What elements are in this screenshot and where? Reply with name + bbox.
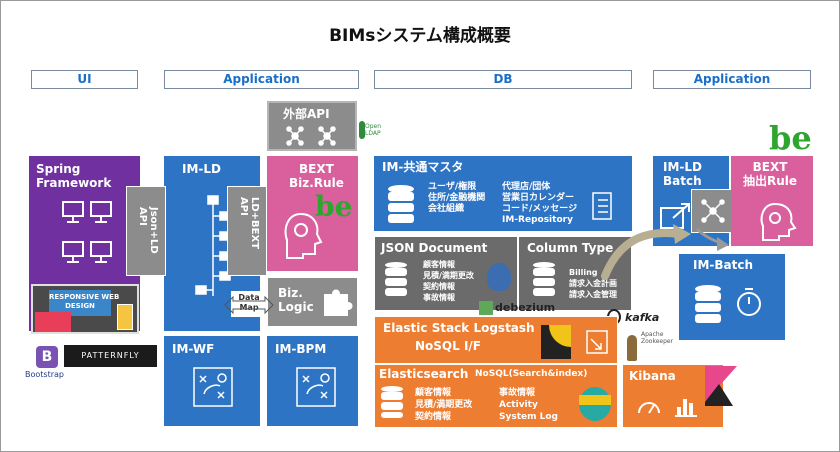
- bext-biz-rule-box: BEXT Biz.Rule be: [267, 156, 358, 271]
- json-document-box: JSON Document 顧客情報 見積/満期更改 契約情報 事故情報: [374, 236, 518, 311]
- bpm-icon: [296, 367, 336, 407]
- postgres-icon: [487, 263, 511, 291]
- elasticsearch-logo-stripe: [579, 395, 611, 405]
- logstash-label: Elastic Stack Logstash: [383, 321, 535, 335]
- monitors-icon: [62, 201, 112, 263]
- kafka-label: kafka: [625, 311, 660, 324]
- im-master-box: IM-共通マスタ ユーザ/権限 住所/金融機関 会社組織 代理店/団体 営業日カ…: [374, 156, 632, 231]
- down-arrow-icon: [695, 227, 729, 251]
- extract-brain-head-icon: [760, 202, 797, 241]
- openldap-icon: [359, 121, 365, 139]
- zookeeper-icon: [627, 335, 637, 361]
- bext-extract-rule-label: BEXT 抽出Rule: [743, 160, 798, 188]
- kibana-box: Kibana: [622, 364, 724, 428]
- be-batch-logo: be: [769, 119, 812, 157]
- flow-arrow-icon: [601, 224, 691, 280]
- column-type-items: Billing 請求入金計画 請求入金管理: [569, 268, 617, 299]
- network-icon: [286, 126, 336, 146]
- be-logo: be: [315, 190, 353, 223]
- json-document-label: JSON Document: [381, 241, 488, 255]
- external-api-label: 外部API: [283, 107, 330, 121]
- header-application-2: Application: [653, 70, 811, 89]
- master-items-col1: ユーザ/権限 住所/金融機関 会社組織: [428, 182, 486, 214]
- header-ui: UI: [31, 70, 138, 89]
- column-type-label: Column Type: [527, 241, 614, 255]
- elasticsearch-items-col2: 事故情報 Activity System Log: [499, 388, 558, 422]
- json-ld-api-box: Json+LD API: [126, 186, 166, 276]
- form-icon: [592, 192, 612, 220]
- brain-head-icon: [284, 212, 323, 259]
- elasticsearch-items-col1: 顧客情報 見積/満期更改 契約情報: [415, 388, 473, 422]
- json-ld-api-label: Json+LD API: [137, 207, 159, 254]
- diagram-title: BIMsシステム構成概要: [329, 26, 511, 46]
- bext-biz-rule-label: BEXT Biz.Rule: [289, 162, 344, 190]
- logstash-box: Elastic Stack Logstash NoSQL I/F: [374, 316, 618, 364]
- header-db: DB: [374, 70, 632, 89]
- external-api-box: 外部API: [267, 101, 357, 151]
- ld-bext-api-box: LD+BEXT API: [227, 186, 267, 276]
- zookeeper-label: Apache Zookeeper: [641, 331, 674, 345]
- elasticsearch-label: Elasticsearch: [379, 367, 469, 381]
- column-type-box: Column Type Billing 請求入金計画 請求入金管理: [518, 236, 632, 311]
- batch-database-icon: [695, 285, 721, 323]
- bootstrap-label: Bootstrap: [25, 370, 64, 379]
- bar-chart-icon: [675, 399, 697, 417]
- tablet-icon: [35, 312, 71, 332]
- gauge-icon: [638, 402, 660, 414]
- kibana-logo: [705, 366, 737, 406]
- json-document-items: 顧客情報 見積/満期更改 契約情報 事故情報: [423, 260, 474, 302]
- rule-network-icon: [701, 199, 725, 223]
- biz-logic-box: Biz. Logic: [267, 277, 358, 327]
- elasticsearch-sub-label: NoSQL(Search&index): [475, 369, 588, 379]
- export-icon: [660, 203, 690, 229]
- data-map-label: Data Map: [231, 291, 267, 317]
- es-database-icon: [381, 386, 403, 418]
- master-items-col2: 代理店/団体 営業日カレンダー コード/メッセージ IM-Repository: [502, 182, 578, 225]
- im-wf-label: IM-WF: [172, 342, 215, 356]
- im-bpm-label: IM-BPM: [275, 342, 327, 356]
- workflow-icon: [193, 367, 233, 407]
- debezium-icon: [479, 301, 493, 315]
- im-bpm-box: IM-BPM: [267, 336, 358, 426]
- phone-icon: [117, 304, 133, 330]
- im-ld-batch-label: IM-LD Batch: [663, 160, 702, 188]
- header-application-1: Application: [164, 70, 359, 89]
- im-wf-box: IM-WF: [164, 336, 260, 426]
- bootstrap-icon: B: [36, 346, 58, 368]
- responsive-web-design-image: RESPONSIVE WEB DESIGN: [31, 284, 139, 334]
- database-icon: [388, 185, 414, 223]
- biz-logic-label: Biz. Logic: [278, 286, 314, 314]
- bext-extract-rule-box: BEXT 抽出Rule: [731, 156, 813, 246]
- openldap-label: Open LDAP: [365, 123, 382, 137]
- im-master-label: IM-共通マスタ: [382, 160, 464, 174]
- kibana-label: Kibana: [629, 369, 676, 383]
- patternfly-logo: PATTERNFLY: [64, 345, 157, 367]
- rwd-label: RESPONSIVE WEB DESIGN: [49, 290, 119, 316]
- im-batch-box: IM-Batch: [679, 254, 785, 340]
- nosql-if-label: NoSQL I/F: [415, 339, 481, 353]
- ld-bext-api-label: LD+BEXT API: [238, 197, 260, 250]
- column-database-icon: [533, 262, 555, 296]
- rule-network-box: [691, 189, 735, 233]
- im-batch-label: IM-Batch: [693, 258, 754, 272]
- double-arrow-icon: [224, 295, 274, 315]
- im-ld-label: IM-LD: [182, 162, 221, 176]
- elasticsearch-box: Elasticsearch NoSQL(Search&index) 顧客情報 見…: [374, 364, 618, 428]
- json-database-icon: [385, 262, 407, 296]
- debezium-label: debezium: [495, 301, 556, 314]
- spring-framework-label: Spring Framework: [36, 162, 112, 190]
- import-icon: [586, 330, 608, 354]
- puzzle-icon: [324, 289, 353, 316]
- stopwatch-icon: [737, 288, 761, 316]
